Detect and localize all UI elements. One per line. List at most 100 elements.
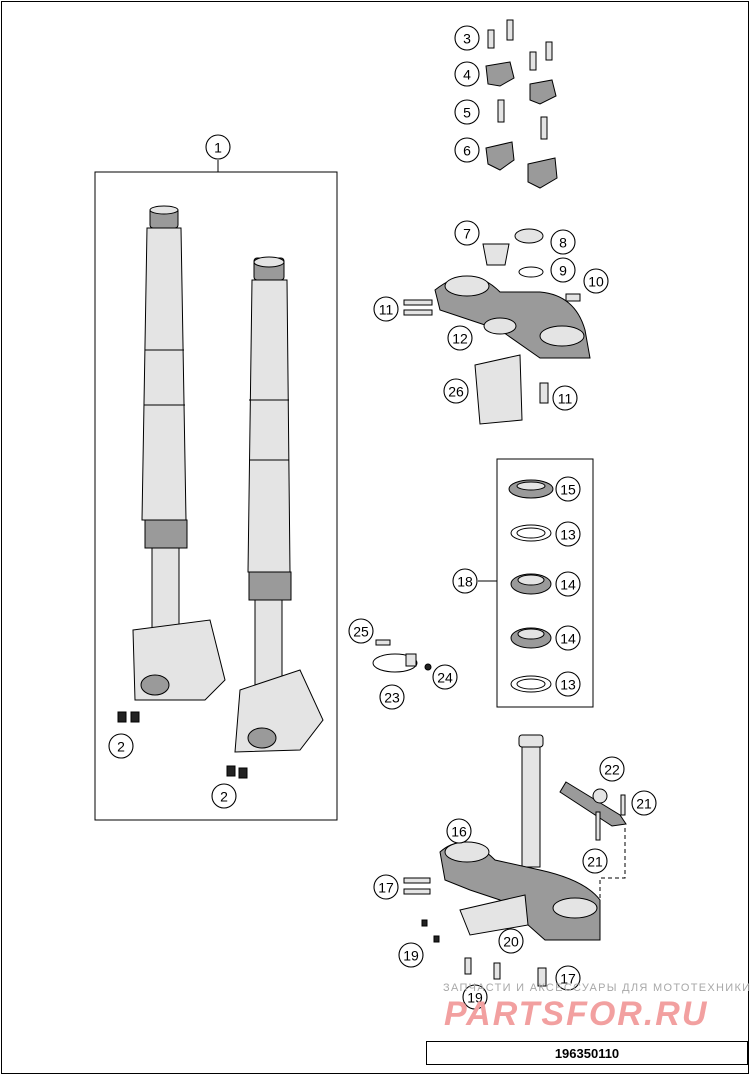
- callout-label: 19: [467, 990, 483, 1006]
- callout-circle: [555, 671, 581, 697]
- callout-c26: 26: [443, 378, 469, 404]
- callout-label: 7: [463, 226, 471, 242]
- callout-circle: [454, 61, 480, 87]
- callout-c15: 15: [555, 476, 581, 502]
- callout-circle: [552, 385, 578, 411]
- callout-c14a: 14: [555, 571, 581, 597]
- callout-c9: 9: [550, 257, 576, 283]
- callout-circle: [205, 134, 231, 160]
- callout-circle: [555, 625, 581, 651]
- callout-circle: [498, 928, 524, 954]
- callout-c1: 1: [205, 134, 231, 160]
- callout-c2b: 2: [211, 783, 237, 809]
- callout-label: 13: [560, 527, 576, 543]
- callout-c7: 7: [454, 220, 480, 246]
- callout-label: 18: [457, 574, 473, 590]
- callout-circle: [583, 268, 609, 294]
- diagram-code-box: 196350110: [426, 1041, 748, 1065]
- watermark-logo: PARTSFOR.RU: [444, 995, 709, 1033]
- callout-label: 15: [560, 482, 576, 498]
- callout-c11a: 11: [373, 296, 399, 322]
- callout-label: 14: [560, 577, 576, 593]
- callout-circle: [454, 220, 480, 246]
- callout-label: 19: [403, 948, 419, 964]
- callout-label: 3: [463, 31, 471, 47]
- callout-circle: [631, 790, 657, 816]
- callout-label: 24: [437, 670, 453, 686]
- callout-label: 17: [560, 971, 576, 987]
- callout-circle: [447, 325, 473, 351]
- callout-label: 2: [117, 739, 125, 755]
- callout-circle: [550, 257, 576, 283]
- callout-circle: [454, 25, 480, 51]
- callout-c11b: 11: [552, 385, 578, 411]
- callout-label: 10: [588, 274, 604, 290]
- fork-leg-right: [226, 256, 324, 779]
- callout-c5: 5: [454, 99, 480, 125]
- callout-c4: 4: [454, 61, 480, 87]
- callout-label: 21: [587, 854, 603, 870]
- callout-circle: [373, 874, 399, 900]
- callout-circle: [462, 984, 488, 1010]
- diagram-code: 196350110: [554, 1045, 620, 1061]
- callout-c10: 10: [583, 268, 609, 294]
- callout-c6: 6: [454, 137, 480, 163]
- callout-circle: [373, 296, 399, 322]
- callout-circle: [348, 618, 374, 644]
- callout-c20: 20: [498, 928, 524, 954]
- callout-label: 21: [636, 796, 652, 812]
- callout-c8: 8: [550, 229, 576, 255]
- callout-label: 25: [353, 624, 369, 640]
- callout-circle: [432, 664, 458, 690]
- callout-c12: 12: [447, 325, 473, 351]
- callout-c16: 16: [446, 818, 472, 844]
- callout-label: 17: [378, 880, 394, 896]
- handlebar-clamps: [485, 19, 558, 189]
- callout-c13b: 13: [555, 671, 581, 697]
- callout-circle: [599, 756, 625, 782]
- fork-group-box: [94, 171, 338, 821]
- callout-label: 4: [463, 67, 471, 83]
- callout-c21a: 21: [631, 790, 657, 816]
- callout-circle: [550, 229, 576, 255]
- callout-label: 12: [452, 331, 468, 347]
- callout-label: 14: [560, 631, 576, 647]
- callout-label: 9: [559, 263, 567, 279]
- callout-c24: 24: [432, 664, 458, 690]
- fork-leg-left: [117, 205, 226, 723]
- steering-bearings: [508, 479, 554, 693]
- callout-c23: 23: [379, 684, 405, 710]
- callout-circle: [555, 965, 581, 991]
- watermark-tagline: ЗАПЧАСТИ И АКСЕССУАРЫ ДЛЯ МОТОТЕХНИКИ: [443, 982, 752, 994]
- callout-c2a: 2: [108, 733, 134, 759]
- callout-circle: [555, 476, 581, 502]
- callout-label: 5: [463, 105, 471, 121]
- callout-circle: [108, 733, 134, 759]
- callout-label: 20: [503, 934, 519, 950]
- callout-circle: [398, 942, 424, 968]
- callout-c17b: 17: [555, 965, 581, 991]
- callout-circle: [446, 818, 472, 844]
- callout-c22: 22: [599, 756, 625, 782]
- bearing-group-box: [496, 458, 594, 708]
- callout-label: 2: [220, 789, 228, 805]
- callout-label: 11: [558, 391, 573, 407]
- brake-line-clamp: [372, 639, 432, 673]
- callout-label: 6: [463, 143, 471, 159]
- callout-c19a: 19: [398, 942, 424, 968]
- callout-label: 13: [560, 677, 576, 693]
- callout-circle: [454, 137, 480, 163]
- callout-circle: [582, 848, 608, 874]
- callout-circle: [443, 378, 469, 404]
- callout-label: 26: [448, 384, 464, 400]
- callout-c21b: 21: [582, 848, 608, 874]
- callout-label: 16: [451, 824, 467, 840]
- callout-circle: [555, 571, 581, 597]
- callout-c18: 18: [452, 568, 478, 594]
- callout-c3: 3: [454, 25, 480, 51]
- callout-label: 22: [604, 762, 620, 778]
- callout-circle: [454, 99, 480, 125]
- callout-label: 11: [379, 302, 394, 318]
- callout-c17a: 17: [373, 874, 399, 900]
